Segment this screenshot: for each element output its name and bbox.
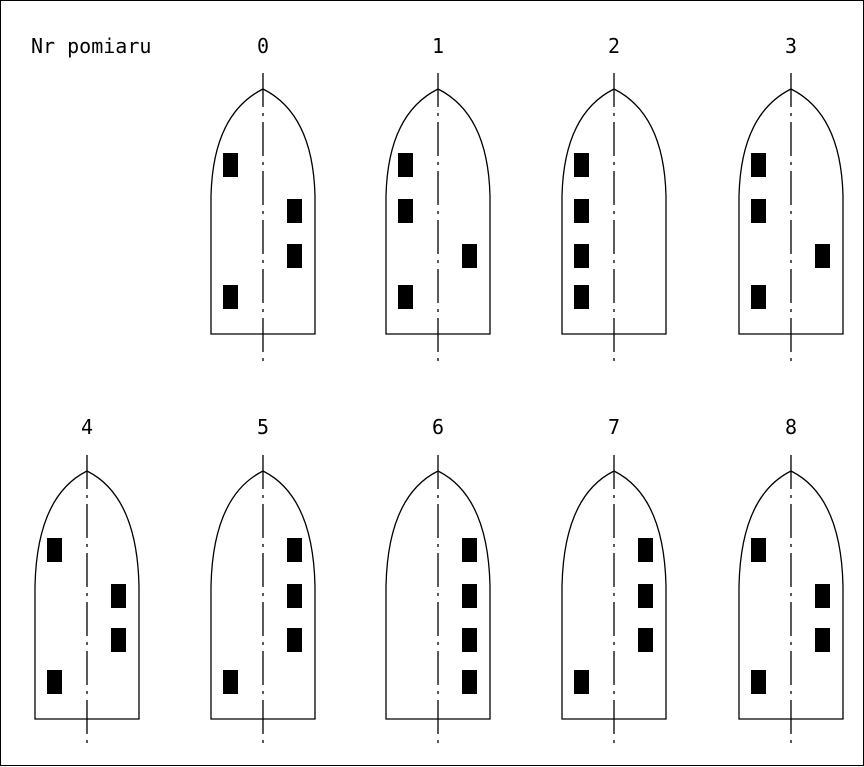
load-block-right xyxy=(462,670,477,694)
load-block-right xyxy=(638,628,653,652)
measurement-number-label: 0 xyxy=(257,34,269,58)
hull-group-6: 6 xyxy=(385,415,491,746)
load-block-right xyxy=(287,584,302,608)
measurement-number-label: 3 xyxy=(785,34,797,58)
load-block-right xyxy=(462,628,477,652)
load-block-right xyxy=(462,244,477,268)
load-block-right xyxy=(287,628,302,652)
load-block-left xyxy=(751,285,766,309)
load-block-right xyxy=(111,628,126,652)
measurement-number-label: 6 xyxy=(432,415,444,439)
load-block-left xyxy=(47,670,62,694)
load-block-right xyxy=(638,538,653,562)
load-block-right xyxy=(815,628,830,652)
load-block-left xyxy=(223,285,238,309)
measurement-number-label: 5 xyxy=(257,415,269,439)
load-block-left xyxy=(398,285,413,309)
load-block-left xyxy=(223,153,238,177)
load-block-right xyxy=(815,244,830,268)
hull-group-3: 3 xyxy=(738,34,844,361)
load-block-right xyxy=(287,199,302,223)
load-block-left xyxy=(751,670,766,694)
load-block-right xyxy=(462,584,477,608)
measurement-number-label: 8 xyxy=(785,415,797,439)
load-block-left xyxy=(398,153,413,177)
diagram-title: Nr pomiaru xyxy=(31,34,151,58)
load-block-left xyxy=(751,199,766,223)
load-block-left xyxy=(574,285,589,309)
load-block-right xyxy=(815,584,830,608)
load-block-right xyxy=(111,584,126,608)
load-block-left xyxy=(574,153,589,177)
measurement-number-label: 7 xyxy=(608,415,620,439)
load-block-left xyxy=(398,199,413,223)
load-block-left xyxy=(751,538,766,562)
hull-group-4: 4 xyxy=(34,415,140,746)
load-block-right xyxy=(287,538,302,562)
measurement-number-label: 1 xyxy=(432,34,444,58)
hull-group-8: 8 xyxy=(738,415,844,746)
hull-group-5: 5 xyxy=(210,415,316,746)
load-block-right xyxy=(462,538,477,562)
load-block-left xyxy=(751,153,766,177)
hull-group-1: 1 xyxy=(385,34,491,361)
hull-group-2: 2 xyxy=(561,34,667,361)
hull-group-7: 7 xyxy=(561,415,667,746)
load-block-right xyxy=(287,244,302,268)
load-block-left xyxy=(223,670,238,694)
hull-group-0: 0 xyxy=(210,34,316,361)
load-block-left xyxy=(574,244,589,268)
measurement-number-label: 2 xyxy=(608,34,620,58)
load-block-left xyxy=(574,199,589,223)
hull-groups: 0 1 2 3 4 5 6 7 8 xyxy=(34,34,844,746)
measurement-number-label: 4 xyxy=(81,415,93,439)
load-block-left xyxy=(574,670,589,694)
load-block-left xyxy=(47,538,62,562)
load-block-right xyxy=(638,584,653,608)
